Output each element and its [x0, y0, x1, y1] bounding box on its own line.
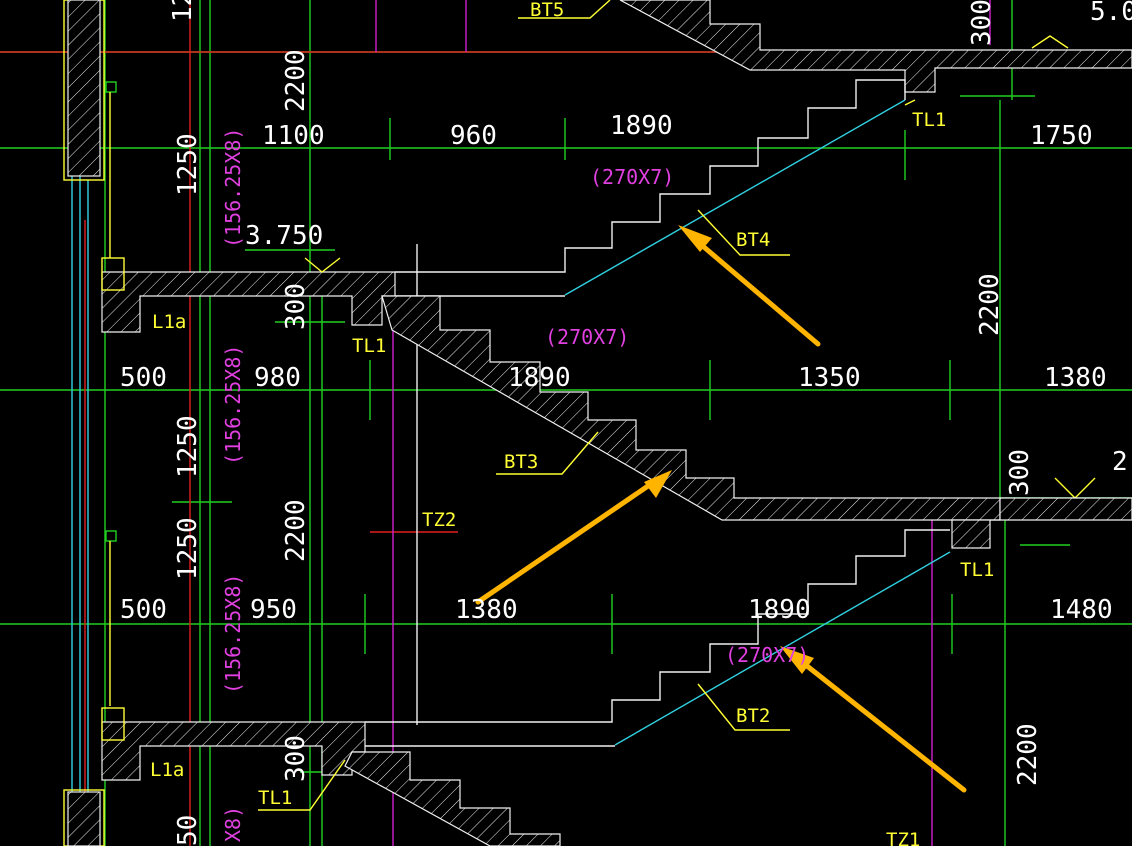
dim-right-2200-mid: 2200 — [975, 273, 1005, 336]
dim-right-300: 300 — [1005, 449, 1035, 496]
dim-left-1250b: 1250 — [173, 415, 203, 478]
label-l1a-top: L1a — [152, 311, 186, 333]
leader-lines — [258, 0, 916, 811]
step-notes: (270X7) (270X7) (270X7) (156.25X8) (156.… — [221, 128, 809, 842]
dim-top-300: 300 — [967, 0, 997, 46]
landing-top — [619, 0, 1132, 93]
label-tz2: TZ2 — [422, 509, 456, 531]
landing-lower-right — [951, 497, 1132, 549]
dim-row3-950: 950 — [250, 595, 297, 625]
dim-center-2200: 2200 — [281, 499, 311, 562]
annotation-arrows[interactable] — [475, 225, 967, 793]
label-tz1: TZ1 — [886, 829, 920, 846]
dim-row3-1480: 1480 — [1050, 595, 1113, 625]
dim-top-2200: 2200 — [281, 49, 311, 112]
dimension-texts: 12 2200 300 1100 960 1890 1750 1250 300 … — [120, 0, 1113, 846]
dim-row3-500: 500 — [120, 595, 167, 625]
note-left-c: (156.25X8) — [221, 574, 245, 694]
label-bt4: BT4 — [736, 229, 770, 251]
dim-bottom-300: 300 — [281, 735, 311, 782]
note-left-a: (156.25X8) — [221, 128, 245, 248]
landing-bottom-left — [101, 707, 561, 846]
label-bt5: BT5 — [530, 0, 564, 21]
dim-row1-960: 960 — [450, 121, 497, 151]
arrow-to-bt4[interactable] — [678, 225, 821, 347]
dim-row1-1890: 1890 — [610, 111, 673, 141]
dim-row1-1750: 1750 — [1030, 121, 1093, 151]
label-tl1-right: TL1 — [960, 559, 994, 581]
arrow-to-bt3[interactable] — [475, 470, 672, 605]
elevation-texts: 5.0 3.750 2 — [245, 0, 1132, 477]
dim-mid-300: 300 — [281, 283, 311, 330]
dim-row2-500: 500 — [120, 363, 167, 393]
elev-top-right: 5.0 — [1090, 0, 1132, 27]
landing-mid-left — [101, 257, 396, 333]
left-wall — [63, 0, 117, 846]
dim-right-2200-bottom: 2200 — [1013, 723, 1043, 786]
label-tl1-mid: TL1 — [352, 335, 386, 357]
note-left-b: (156.25X8) — [221, 345, 245, 465]
arrow-to-bt2[interactable] — [780, 646, 967, 793]
dim-left-1250a: 1250 — [173, 133, 203, 196]
note-bottom-flight: (270X7) — [725, 643, 809, 667]
elev-mid-right: 2 — [1112, 447, 1128, 477]
dim-row3-1380: 1380 — [455, 595, 518, 625]
dim-row2-980: 980 — [254, 363, 301, 393]
dim-bottom-left-50: 50 — [173, 815, 203, 846]
dim-row1-1100: 1100 — [262, 121, 325, 151]
flight-bt2 — [365, 529, 950, 747]
label-tl1-bottom: TL1 — [258, 787, 292, 809]
label-l1a-bottom: L1a — [150, 759, 184, 781]
dim-top-12: 12 — [168, 0, 198, 22]
label-bt2: BT2 — [736, 705, 770, 727]
label-bt3: BT3 — [504, 451, 538, 473]
dim-row2-1380: 1380 — [1044, 363, 1107, 393]
dim-left-1250c: 1250 — [173, 517, 203, 580]
elev-mid-left: 3.750 — [245, 221, 323, 251]
note-mid-flight: (270X7) — [545, 325, 629, 349]
dim-row2-1350: 1350 — [798, 363, 861, 393]
note-top-flight: (270X7) — [590, 165, 674, 189]
dim-row3-1890: 1890 — [748, 595, 811, 625]
component-labels: BT5 BT4 BT3 BT2 TL1 TL1 TL1 TL1 L1a L1a … — [150, 0, 994, 846]
dim-row2-1890: 1890 — [508, 363, 571, 393]
label-tl1-top: TL1 — [912, 109, 946, 131]
note-left-d: X8) — [221, 806, 245, 842]
